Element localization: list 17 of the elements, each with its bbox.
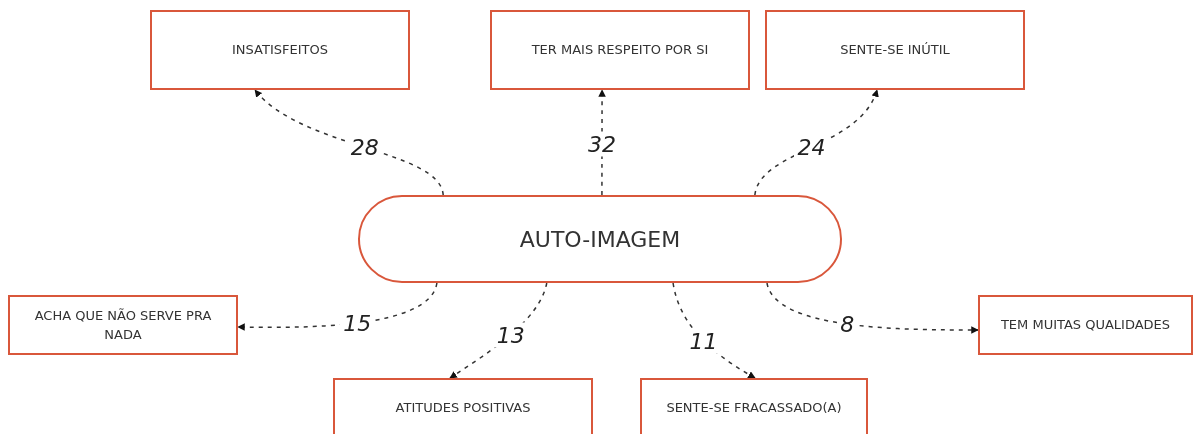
node-text: ATITUDES POSITIVAS [395,399,531,418]
dashed-arrow [766,282,979,334]
node-text: SENTE-SE FRACASSADO(A) [666,399,842,418]
category-box [978,295,1193,355]
category-box [765,10,1025,90]
category-box [8,295,238,355]
node-text: ACHA QUE NÃO SERVE PRA NADA [33,306,213,344]
node-text: TEM MUITAS QUALIDADES [1000,316,1171,335]
category-box [490,10,750,90]
edge-label: 13 [493,322,528,348]
category-box [333,378,593,434]
node-text: SENTE-SE INÚTIL [840,41,950,60]
node-text: INSATISFEITOS [232,41,328,60]
node-text: TER MAIS RESPEITO POR SI [531,41,709,60]
node-text: AUTO-IMAGEM [519,225,681,254]
category-box [150,10,410,90]
category-box [640,378,868,434]
